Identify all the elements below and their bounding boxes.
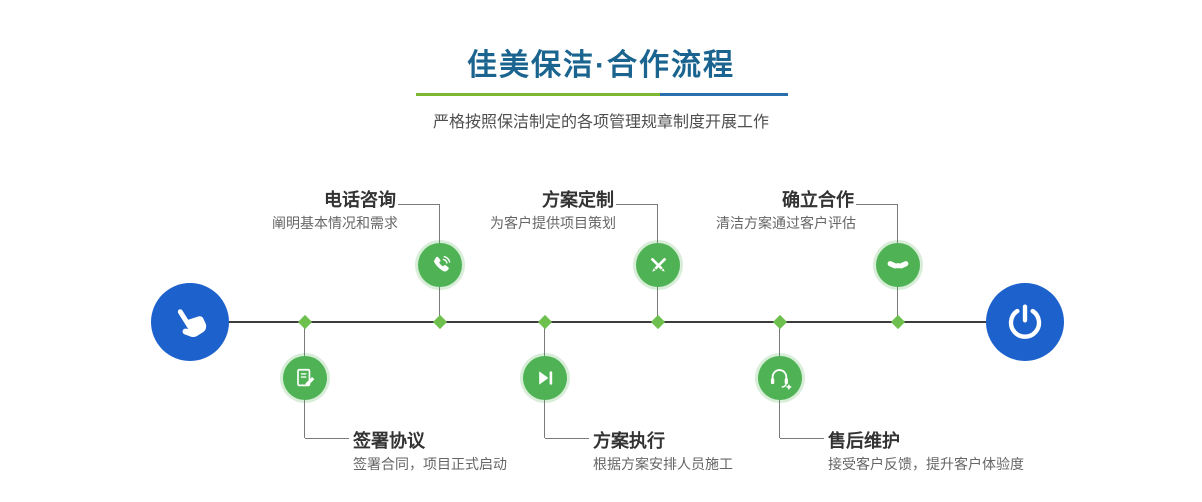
connector-line [398, 204, 440, 205]
timeline-junction-diamond [297, 314, 313, 330]
step-title-aftersale-service: 售后维护 [828, 431, 900, 451]
timeline-junction-diamond [772, 314, 788, 330]
step-node-aftersale-service [758, 356, 802, 400]
divider-green-segment [416, 93, 660, 96]
step-title-plan-execute: 方案执行 [593, 431, 665, 451]
timeline-junction-diamond [537, 314, 553, 330]
step-desc-establish-coop: 清洁方案通过客户评估 [716, 215, 856, 231]
pencil-ruler-icon [650, 257, 666, 272]
power-icon [1008, 304, 1042, 339]
step-title-phone-consult: 电话咨询 [324, 190, 396, 210]
step-node-establish-coop [876, 243, 920, 287]
connector-line [780, 438, 824, 439]
step-title-plan-custom: 方案定制 [542, 190, 614, 210]
step-node-sign-agreement [283, 356, 327, 400]
step-desc-plan-custom: 为客户提供项目策划 [490, 215, 616, 231]
divider-blue-segment [659, 93, 788, 96]
headset-icon [770, 369, 792, 390]
pointer-hand-icon [177, 309, 207, 338]
timeline-junction-diamond [650, 314, 666, 330]
timeline-junction-diamond [890, 314, 906, 330]
connector-line [616, 204, 658, 205]
title-divider [416, 93, 788, 96]
handshake-icon [887, 261, 909, 269]
phone-icon [433, 255, 450, 271]
step-node-phone-consult [418, 243, 462, 287]
step-title-establish-coop: 确立合作 [782, 190, 854, 210]
timeline-junction-diamond [432, 314, 448, 330]
step-desc-plan-execute: 根据方案安排人员施工 [593, 456, 733, 472]
timeline-end-node [986, 283, 1064, 361]
step-desc-sign-agreement: 签署合同，项目正式启动 [353, 456, 507, 472]
timeline-line [190, 321, 1025, 323]
connector-line [856, 204, 898, 205]
step-desc-aftersale-service: 接受客户反馈，提升客户体验度 [828, 456, 1024, 472]
step-node-plan-execute [523, 356, 567, 400]
step-node-plan-custom [636, 243, 680, 287]
page-title: 佳美保洁·合作流程 [467, 49, 735, 82]
step-desc-phone-consult: 阐明基本情况和需求 [272, 215, 398, 231]
step-title-sign-agreement: 签署协议 [353, 431, 425, 451]
connector-line [305, 438, 349, 439]
timeline-start-node [151, 283, 229, 361]
connector-line [545, 438, 589, 439]
contract-pen-icon [296, 368, 314, 386]
play-next-icon [539, 371, 553, 385]
page-subtitle: 严格按照保洁制定的各项管理规章制度开展工作 [432, 114, 769, 131]
